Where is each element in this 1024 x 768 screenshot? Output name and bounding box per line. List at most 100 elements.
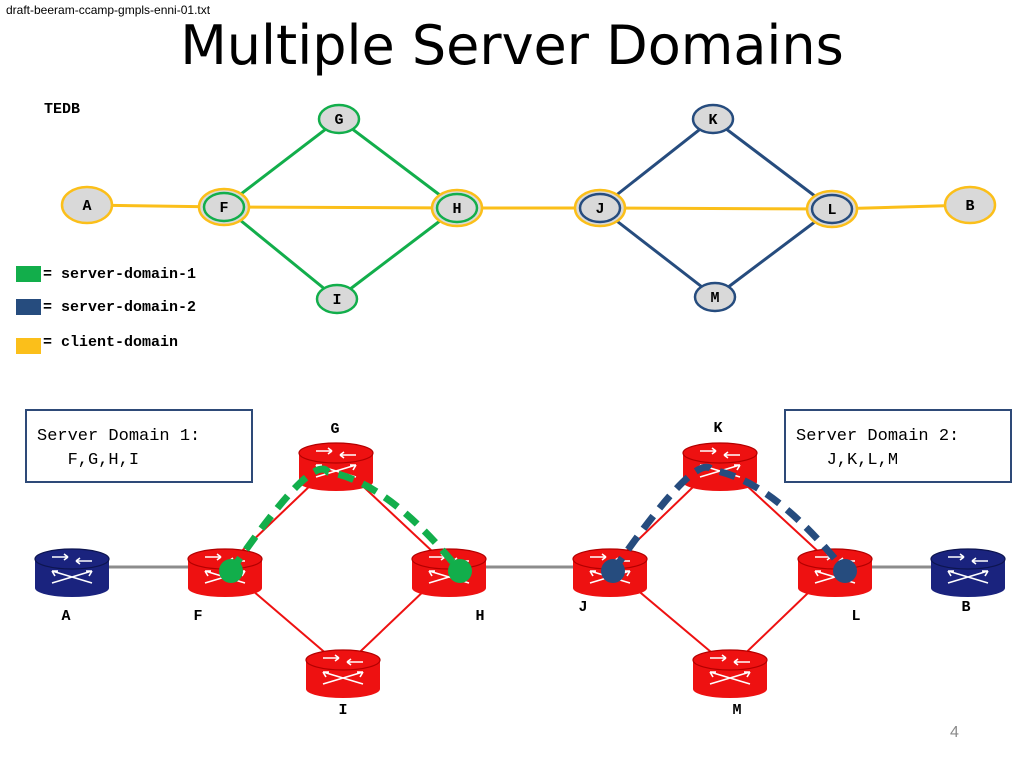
server-domain-ring <box>435 192 479 224</box>
tedb-link-ML <box>714 207 833 299</box>
router-icon <box>692 649 768 698</box>
tedb-link-FG <box>223 117 340 209</box>
router-cross-arrows <box>322 671 364 685</box>
tedb-node-F: F <box>197 187 251 227</box>
lsp-endpoint-F <box>219 559 243 583</box>
tedb-link-JK <box>599 117 714 210</box>
router-cross-arrows <box>51 570 93 584</box>
router-arrow <box>733 658 750 666</box>
tedb-node-L: L <box>805 189 859 229</box>
router-arrow <box>971 557 988 565</box>
router-cross-arrows <box>709 671 751 685</box>
tedb-node-J: J <box>573 188 627 228</box>
slide-number: 4 <box>950 724 959 741</box>
router-label-L: L <box>851 608 860 625</box>
server-domain-ring <box>202 191 246 223</box>
legend-text: = client-domain <box>43 333 179 351</box>
router-icon <box>930 548 1006 597</box>
router-top <box>34 548 110 570</box>
tedb-node-M: M <box>693 281 737 313</box>
router-body <box>306 660 380 698</box>
router-arrow <box>52 553 69 561</box>
document-filename: draft-beeram-ccamp-gmpls-enni-01.txt <box>6 3 211 17</box>
router-body <box>35 559 109 597</box>
tedb-label: TEDB <box>44 101 81 118</box>
client-domain-ring <box>60 185 114 225</box>
router-cross-arrows <box>947 570 989 584</box>
tedb-node-label: J <box>595 201 604 218</box>
router-body <box>693 660 767 698</box>
lsp-endpoint-J <box>601 559 625 583</box>
legend-server-domain-1: = server-domain-1 <box>16 265 196 283</box>
router-arrow <box>710 654 727 662</box>
router-arrow <box>205 553 222 561</box>
tedb-node-G: G <box>317 103 361 135</box>
tedb-link-FI <box>223 205 338 301</box>
tedb-link-FH <box>223 205 458 210</box>
tedb-node-label: K <box>708 112 717 129</box>
legend-swatch-blue <box>16 299 41 315</box>
router-arrow <box>339 451 356 459</box>
legend-swatch-green <box>16 266 41 282</box>
server-domain-ring <box>315 283 359 315</box>
router-label-K: K <box>713 420 722 437</box>
router-label-I: I <box>338 702 347 719</box>
legend-text: = server-domain-1 <box>43 265 197 283</box>
tedb-node-B: B <box>943 185 997 225</box>
tedb-node-K: K <box>691 103 735 135</box>
server-domain-ring <box>578 192 622 224</box>
router-icon <box>34 548 110 597</box>
router-label-A: A <box>61 608 70 625</box>
router-label-M: M <box>732 702 741 719</box>
router-top <box>298 442 374 464</box>
lsp-path-1 <box>228 465 463 574</box>
tedb-link-JM <box>599 206 716 299</box>
router-top <box>692 649 768 671</box>
tedb-link-GH <box>338 117 458 210</box>
router-label-B: B <box>961 599 970 616</box>
router-arrow <box>723 451 740 459</box>
router-icon <box>298 442 374 491</box>
router-label-G: G <box>330 421 339 438</box>
tedb-node-I: I <box>315 283 359 315</box>
lsp-path-2 <box>610 463 848 574</box>
server-domain-ring <box>810 193 854 225</box>
tedb-node-label: B <box>965 198 974 215</box>
router-top <box>930 548 1006 570</box>
router-icon <box>305 649 381 698</box>
tedb-node-label: L <box>827 202 836 219</box>
tedb-node-label: G <box>334 112 343 129</box>
lsp-endpoint-H <box>448 559 472 583</box>
tedb-node-label: M <box>710 290 719 307</box>
legend-server-domain-2: = server-domain-2 <box>16 298 196 316</box>
router-arrow <box>590 553 607 561</box>
tedb-link-JL <box>599 206 833 211</box>
router-body <box>299 453 373 491</box>
router-arrow <box>323 654 340 662</box>
router-arrow <box>346 658 363 666</box>
tedb-node-label: I <box>332 292 341 309</box>
legend-client-domain: = client-domain <box>16 333 179 354</box>
router-cross-arrows <box>315 464 357 478</box>
server-domain-ring <box>317 103 361 135</box>
server-domain-ring <box>691 103 735 135</box>
client-domain-ring <box>943 185 997 225</box>
tedb-node-label: F <box>219 200 228 217</box>
tedb-link-IH <box>336 206 458 301</box>
slide-title: Multiple Server Domains <box>180 14 844 77</box>
router-arrow <box>316 447 333 455</box>
tedb-node-label: H <box>452 201 461 218</box>
router-top <box>305 649 381 671</box>
lsp-endpoint-L <box>833 559 857 583</box>
router-body <box>931 559 1005 597</box>
server-domain-2-box: Server Domain 2: J,K,L,M <box>784 409 1012 483</box>
router-top <box>682 442 758 464</box>
router-label-J: J <box>578 599 587 616</box>
router-arrow <box>948 553 965 561</box>
legend-text: = server-domain-2 <box>43 298 197 316</box>
tedb-node-H: H <box>430 188 484 228</box>
router-label-H: H <box>475 608 484 625</box>
